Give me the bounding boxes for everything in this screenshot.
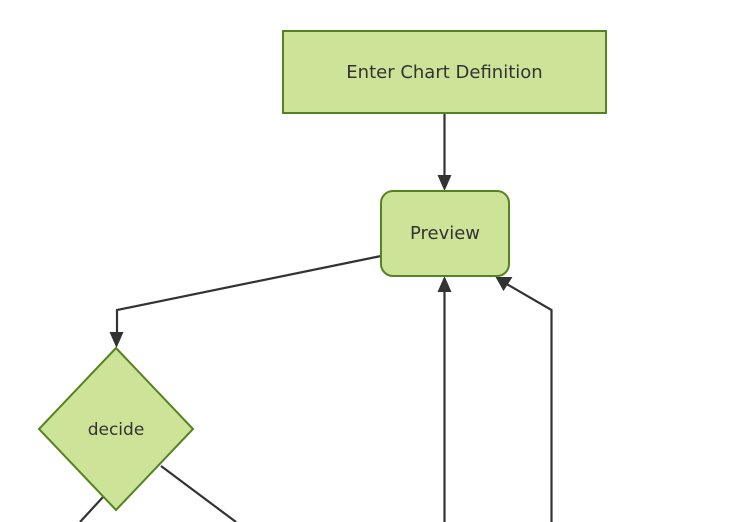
node-decide-label: decide: [88, 420, 145, 440]
edge-enter-to-preview: [437, 113, 452, 191]
node-preview-label: Preview: [410, 223, 480, 244]
node-enter-chart-definition-shape[interactable]: [282, 30, 607, 114]
node-preview-shape[interactable]: [380, 190, 510, 277]
node-enter-chart-definition-label: Enter Chart Definition: [346, 62, 542, 83]
arrowhead-into-preview-bottom-right: [495, 277, 513, 291]
node-preview[interactable]: Preview: [380, 190, 510, 277]
edge-decide-branch-right: [160, 465, 237, 522]
edge-return-center-to-preview: [437, 276, 452, 522]
node-enter-chart-definition[interactable]: Enter Chart Definition: [282, 30, 607, 114]
node-decide[interactable]: decide: [37, 346, 195, 512]
edge-preview-to-decide: [109, 254, 382, 348]
edge-return-right-to-preview: [495, 277, 553, 522]
arrowhead-into-preview-bottom-center: [437, 276, 452, 292]
arrowhead-into-decide-top: [109, 332, 124, 348]
edge-decide-branch-left: [79, 496, 104, 522]
arrowhead-into-preview-top: [437, 175, 452, 191]
node-decide-shape[interactable]: [37, 346, 195, 512]
